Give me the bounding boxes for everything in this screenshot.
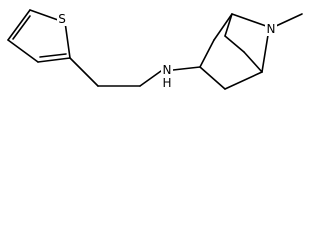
bond-c3-c2 [199, 39, 215, 68]
thiophene-ring [7, 9, 71, 63]
bond-s-c2 [64, 21, 71, 59]
bond-n8-methyl [275, 13, 303, 27]
ethyl-linker [69, 57, 162, 87]
bond-c1-c7 [224, 13, 233, 37]
molecule-canvas: S N H N [0, 0, 312, 102]
bridge-nitrogen-label: N [267, 22, 276, 36]
structure-diagram: S N H N [7, 9, 303, 90]
bond-c7-c6 [224, 35, 245, 53]
bond-c2-ch2a [69, 57, 99, 87]
atom-labels: S N H N [57, 12, 277, 90]
bond-n-c3 [172, 66, 201, 71]
bond-c5-c4 [7, 9, 31, 41]
bond-c4-c3 [7, 39, 39, 63]
bond-ch2b-n [139, 70, 162, 87]
bond-n8-c5 [261, 34, 269, 73]
bond-c5-c4-double [12, 15, 31, 40]
bond-c4-c5 [224, 71, 263, 90]
bond-c3-c4 [199, 66, 226, 90]
amine-hydrogen-label: H [162, 76, 171, 90]
bond-s-c5 [29, 9, 59, 21]
bond-c3-c2 [37, 57, 71, 63]
bond-c1-n8 [231, 13, 267, 27]
bond-c2-c1 [213, 13, 233, 41]
bond-c6-c5 [243, 51, 263, 73]
sulfur-atom-label: S [58, 12, 66, 26]
bond-c3-c2-double [39, 53, 67, 58]
amine-nitrogen-label: N [163, 63, 172, 77]
tropane-bicycle [199, 13, 303, 90]
